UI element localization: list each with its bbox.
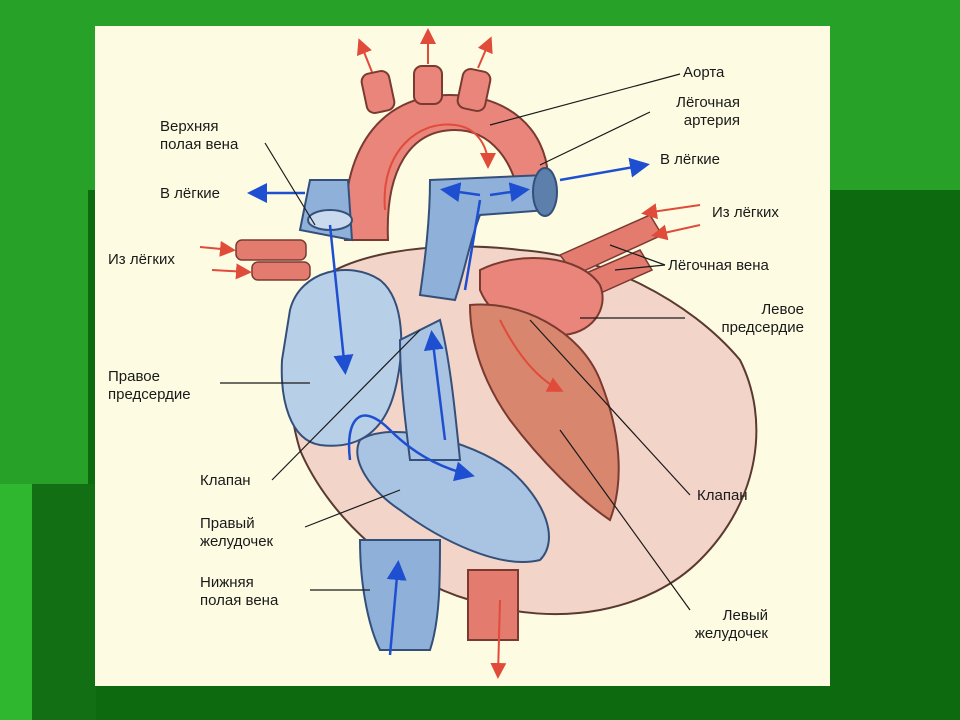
label-pulmonary-artery: Лёгочная артерия <box>676 94 740 129</box>
flow-arrow-arch <box>383 123 496 211</box>
label-from-lungs-left: Из лёгких <box>108 251 175 268</box>
flow-arrow-aorta-up-1 <box>357 38 373 73</box>
right-ventricle-outflow <box>398 318 462 461</box>
flow-arrow-to-lungs-right <box>559 157 650 182</box>
label-pulmonary-vein: Лёгочная вена <box>668 257 769 274</box>
inferior-vena-cava-shape <box>358 539 442 651</box>
label-left-ventricle: Левый желудочек <box>694 607 768 642</box>
flow-arrow-aorta-down <box>490 599 507 679</box>
flow-arrow-rv-loop <box>347 414 475 482</box>
label-superior-vena-cava: Верхняя полая вена <box>160 118 239 153</box>
label-right-atrium: Правое предсердие <box>108 368 191 403</box>
aorta-branch-1 <box>360 70 396 114</box>
label-valve-left: Клапан <box>200 472 251 489</box>
background-left-band <box>32 484 96 720</box>
flow-arrow-from-lungs-right-2 <box>651 224 701 241</box>
pulmonary-vein-left-lower <box>251 261 311 281</box>
flow-arrow-from-lungs-left-2 <box>211 263 252 280</box>
flow-arrow-svc-down <box>328 224 354 375</box>
flow-arrow-pa-left <box>440 182 481 203</box>
label-left-atrium: Левое предсердие <box>721 301 804 336</box>
label-right-ventricle: Правый желудочек <box>200 515 274 550</box>
label-from-lungs-right: Из лёгких <box>712 204 779 221</box>
label-to-lungs-right: В лёгкие <box>660 151 721 168</box>
label-aorta: Аорта <box>683 64 725 81</box>
label-inferior-vena-cava: Нижняя полая вена <box>200 574 279 609</box>
flow-arrow-from-lungs-left-1 <box>199 240 236 257</box>
aorta-branch-2 <box>413 65 443 105</box>
label-to-lungs-left: В лёгкие <box>160 185 221 202</box>
flow-arrow-aorta-up-3 <box>477 36 493 69</box>
label-valve-right: Клапан <box>697 487 748 504</box>
left-ventricle-shape <box>468 303 620 522</box>
flow-arrow-pa-right <box>489 182 530 203</box>
descending-aorta <box>467 569 519 641</box>
pulmonary-vein-left-upper <box>235 239 307 261</box>
leader-lines <box>220 73 691 611</box>
right-atrium-shape <box>280 269 403 447</box>
flow-arrow-rv-up <box>423 330 447 441</box>
flow-arrow-ivc-up <box>386 560 407 656</box>
flow-arrow-pa-trunk <box>463 199 482 291</box>
flow-arrow-lv <box>499 319 564 392</box>
flow-arrow-from-lungs-right-1 <box>641 203 701 220</box>
aorta-branch-3 <box>456 68 492 112</box>
